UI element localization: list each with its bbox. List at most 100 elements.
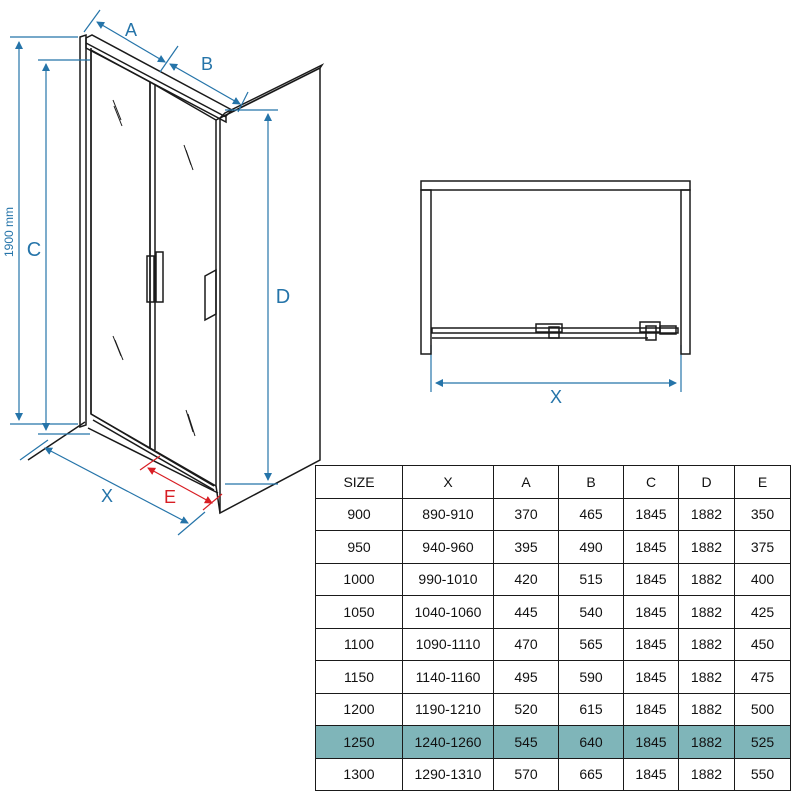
header-b: B [558,465,624,499]
cell-b: 515 [558,562,624,596]
label-a: A [125,20,137,40]
header-a: A [493,465,559,499]
cell-e: 425 [734,595,791,629]
label-x-side: X [101,486,113,506]
cell-e: 525 [734,725,791,759]
cell-d: 1882 [678,660,735,694]
cell-a: 470 [493,627,559,661]
cell-size: 1050 [315,595,403,629]
label-c: C [27,239,41,261]
top-view-back-wall [420,180,691,191]
cell-c: 1845 [623,757,679,791]
label-d: D [276,286,290,308]
cell-c: 1845 [623,660,679,694]
cell-a: 370 [493,497,559,531]
cell-c: 1845 [623,725,679,759]
e-dimension [147,467,213,504]
label-x-top: X [550,387,562,407]
cell-x: 1140-1160 [402,660,494,694]
cell-b: 465 [558,497,624,531]
cell-x: 890-910 [402,497,494,531]
cell-c: 1845 [623,595,679,629]
side-panel [219,66,321,515]
cell-e: 400 [734,562,791,596]
cell-e: 350 [734,497,791,531]
table-header-row: SIZE X A B C D E [315,465,791,499]
top-view [420,180,691,355]
cell-x: 1040-1060 [402,595,494,629]
cell-x: 1090-1110 [402,627,494,661]
cell-a: 445 [493,595,559,629]
top-view-handle-right [639,321,661,333]
cell-b: 665 [558,757,624,791]
door-handle-2 [155,251,164,303]
cell-d: 1882 [678,530,735,564]
cell-d: 1882 [678,725,735,759]
dimension-lines [10,9,682,536]
header-d: D [678,465,735,499]
cell-a: 545 [493,725,559,759]
cell-size: 1200 [315,692,403,726]
cell-c: 1845 [623,497,679,531]
b-dimension [169,63,241,105]
label-b: B [201,54,213,74]
cell-e: 500 [734,692,791,726]
cell-size: 900 [315,497,403,531]
top-view-left-wall [420,189,432,355]
top-view-handle-left-2 [548,326,560,339]
cell-a: 495 [493,660,559,694]
cell-c: 1845 [623,562,679,596]
cell-d: 1882 [678,562,735,596]
header-c: C [623,465,679,499]
cell-size: 950 [315,530,403,564]
cell-size: 1150 [315,660,403,694]
cell-b: 590 [558,660,624,694]
cell-c: 1845 [623,692,679,726]
cell-e: 375 [734,530,791,564]
cell-b: 615 [558,692,624,726]
top-view-handle-right-2 [645,325,657,341]
cell-x: 940-960 [402,530,494,564]
header-x: X [402,465,494,499]
door-handle [146,255,155,303]
label-height: 1900 mm [2,207,16,257]
side-panel-edge [215,117,221,121]
cell-a: 520 [493,692,559,726]
door-panel-right [149,80,217,488]
cell-x: 1240-1260 [402,725,494,759]
floor-line-left [27,421,86,461]
label-e: E [164,487,176,507]
cell-c: 1845 [623,627,679,661]
side-panel-handle [204,268,217,322]
top-view-right-wall [680,189,691,355]
left-wall-profile [79,33,87,429]
cell-x: 990-1010 [402,562,494,596]
e-dimension-group [139,455,223,511]
top-rail [85,34,234,124]
cell-d: 1882 [678,497,735,531]
cell-d: 1882 [678,627,735,661]
cell-e: 550 [734,757,791,791]
cell-d: 1882 [678,757,735,791]
header-e: E [734,465,791,499]
header-size: SIZE [315,465,403,499]
x-side-dimension [44,447,189,524]
cell-e: 450 [734,627,791,661]
cell-size: 1250 [315,725,403,759]
cell-x: 1290-1310 [402,757,494,791]
cell-c: 1845 [623,530,679,564]
cell-e: 475 [734,660,791,694]
cell-size: 1300 [315,757,403,791]
cell-b: 640 [558,725,624,759]
perspective-view [27,33,325,515]
